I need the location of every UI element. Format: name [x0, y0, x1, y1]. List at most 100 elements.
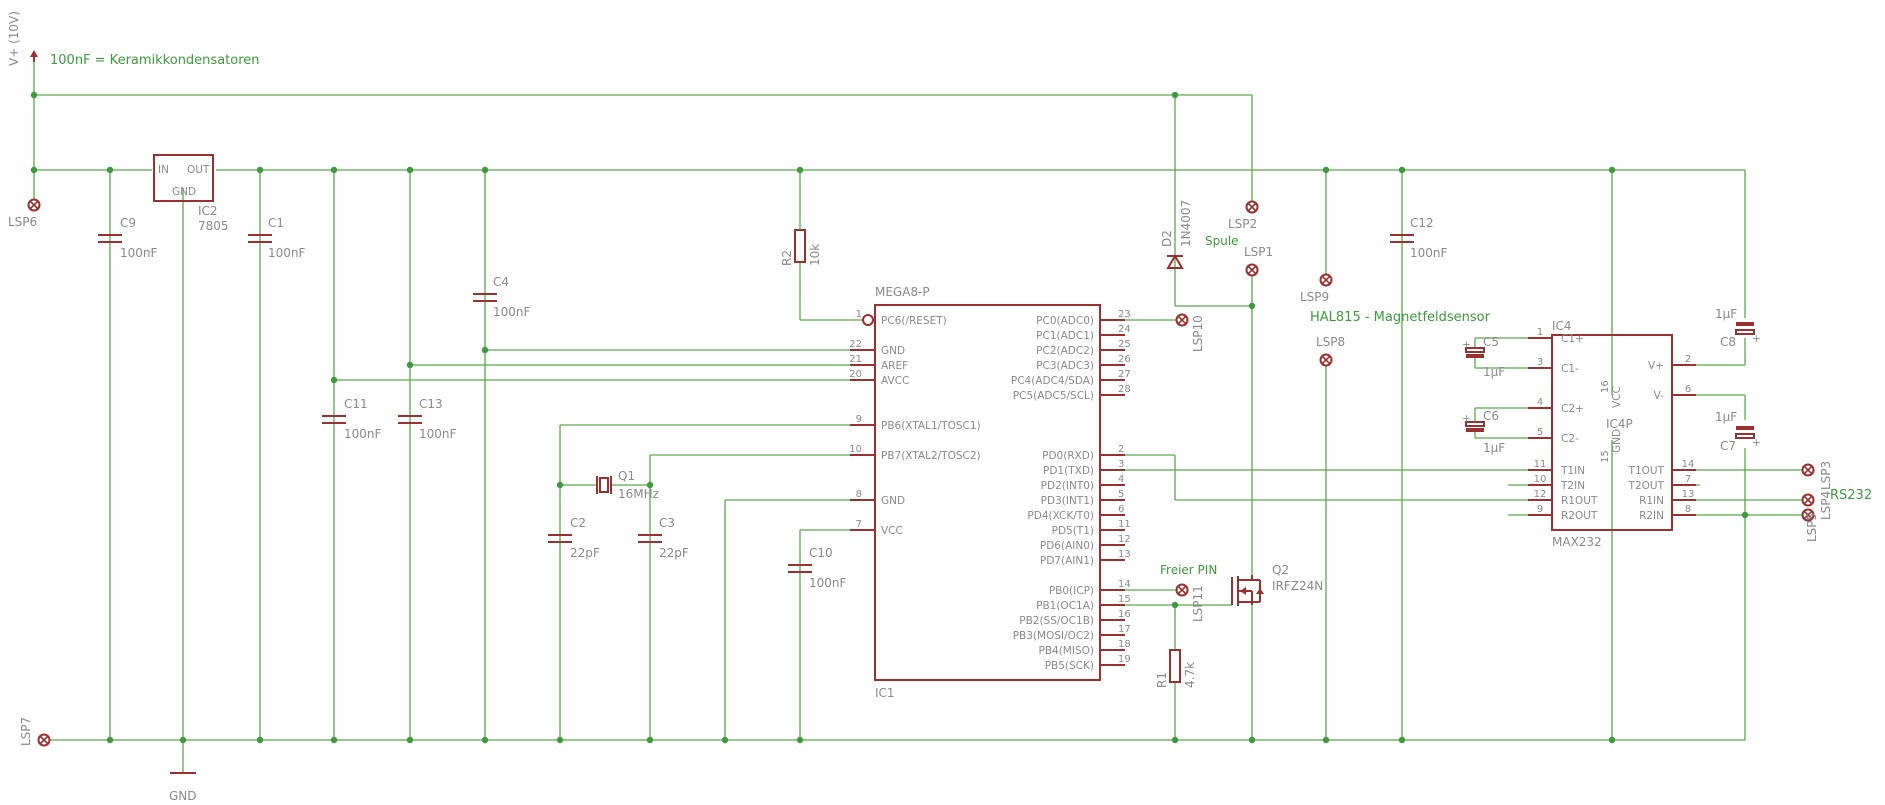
mcu-pin-name: PC1(ADC1)	[1036, 330, 1094, 342]
svg-text:+: +	[1752, 437, 1761, 449]
mcu-pin-num: 4	[1118, 474, 1124, 485]
max232-pin-num: 5	[1537, 427, 1543, 438]
capacitor-c4: C4 100nF	[473, 275, 531, 319]
c10-value: 100nF	[809, 576, 847, 590]
r1-value: 4.7k	[1183, 662, 1197, 688]
lsp6-label: LSP6	[8, 215, 37, 229]
lsp2-pad	[1245, 200, 1259, 214]
regulator-ref: IC2	[198, 204, 218, 218]
max232-value: MAX232	[1552, 535, 1602, 549]
mosfet-q2: Q2 IRFZ24N	[1231, 563, 1323, 606]
capacitor-c3: C3 22pF	[638, 516, 689, 560]
mcu-pin-name: PD6(AIN0)	[1040, 540, 1094, 552]
max232-pin-num: 7	[1685, 474, 1691, 485]
c6-ref: C6	[1483, 409, 1499, 423]
c10-ref: C10	[809, 546, 833, 560]
q2-value: IRFZ24N	[1272, 579, 1323, 593]
mcu-pin-name: PB1(OC1A)	[1036, 600, 1094, 612]
mcu-pin-num: 25	[1118, 339, 1131, 350]
mcu-left-pins: 1PC6(/RESET)22GND21AREF20AVCC9PB6(XTAL1/…	[849, 309, 980, 537]
c3-ref: C3	[659, 516, 675, 530]
mcu-pin-num: 15	[1118, 594, 1131, 605]
max232-ref: IC4	[1552, 319, 1572, 333]
max232-pin-name: C2+	[1561, 403, 1584, 415]
max232-gnd-label: GND	[1611, 429, 1623, 453]
c12-value: 100nF	[1410, 246, 1448, 260]
mcu-ref: IC1	[875, 686, 895, 700]
max232-pin-name: T1IN	[1560, 465, 1585, 477]
lsp3-label: LSP3	[1819, 461, 1833, 490]
mcu-pin-name: PB2(SS/OC1B)	[1019, 615, 1094, 627]
c13-ref: C13	[419, 397, 443, 411]
lsp3-pad	[1801, 463, 1815, 477]
c4-value: 100nF	[493, 305, 531, 319]
mcu-pin-num: 20	[849, 369, 862, 380]
c8-value: 1µF	[1715, 307, 1737, 321]
lsp5-pad	[1801, 508, 1815, 522]
mcu-pin-name: AVCC	[881, 375, 909, 387]
capacitor-c8: + 1µF C8	[1715, 307, 1761, 349]
mcu-value: MEGA8-P	[875, 285, 930, 299]
mcu-pin-name: VCC	[881, 525, 903, 537]
mcu-pin-name: GND	[881, 345, 905, 357]
capacitor-c6: + C6 1µF	[1462, 409, 1505, 455]
max232-pin-name: R1OUT	[1561, 495, 1598, 507]
lsp9-pad	[1319, 273, 1333, 287]
max232-vcc-pin: 16	[1600, 380, 1611, 393]
c13-value: 100nF	[419, 427, 457, 441]
regulator-pin-gnd: GND	[172, 186, 196, 198]
mcu-pin-num: 3	[1118, 459, 1124, 470]
lsp8-label: LSP8	[1316, 335, 1345, 349]
c7-value: 1µF	[1715, 410, 1737, 424]
capacitor-c9: C9 100nF	[98, 216, 158, 260]
mcu-pin-name: PD2(INT0)	[1041, 480, 1094, 492]
capacitor-c5: + C5 1µF	[1462, 335, 1505, 379]
mcu-pin-num: 23	[1118, 309, 1131, 320]
hal-note: HAL815 - Magnetfeldsensor	[1310, 310, 1491, 325]
max232-pin-name: T1OUT	[1628, 465, 1665, 477]
capacitor-c13: C13 100nF	[398, 397, 457, 441]
lsp1-label: LSP1	[1244, 245, 1273, 259]
lsp11-label: LSP11	[1191, 585, 1205, 622]
mcu-pin-num: 7	[856, 519, 862, 530]
mcu-pin-name: PB3(MOSI/OC2)	[1013, 630, 1094, 642]
max232-gnd-pin: 15	[1600, 450, 1611, 463]
svg-text:+: +	[1462, 413, 1471, 425]
mcu-pin-name: PD1(TXD)	[1043, 465, 1094, 477]
lsp11-pad	[1175, 583, 1189, 597]
c7-ref: C7	[1720, 439, 1736, 453]
lsp7-pad	[37, 733, 51, 747]
mcu-pin-num: 18	[1118, 639, 1131, 650]
mcu-pin-name: PD4(XCK/T0)	[1027, 510, 1094, 522]
c9-value: 100nF	[120, 246, 158, 260]
junctions	[30, 91, 1749, 744]
free-pin-note: Freier PIN	[1160, 563, 1217, 577]
coil-note: Spule	[1205, 234, 1239, 248]
capacitor-c1: C1 100nF	[248, 216, 306, 260]
lsp9-label: LSP9	[1300, 290, 1329, 304]
max232-pin-num: 10	[1534, 474, 1547, 485]
max232-pin-name: R2IN	[1639, 510, 1664, 522]
mcu-pin-num: 6	[1118, 504, 1124, 515]
c4-ref: C4	[493, 275, 509, 289]
max232-pin-num: 1	[1537, 327, 1543, 338]
mcu-pin-name: PB6(XTAL1/TOSC1)	[881, 420, 981, 432]
mcu-pin-num: 2	[1118, 444, 1124, 455]
capacitor-c7: + 1µF C7	[1715, 410, 1761, 453]
mcu-pin-name: PD5(T1)	[1052, 525, 1094, 537]
max232-pin-num: 6	[1685, 384, 1691, 395]
c11-ref: C11	[344, 397, 368, 411]
max232-pin-name: T2OUT	[1628, 480, 1665, 492]
regulator-ic2: IN OUT GND IC2 7805	[153, 154, 229, 233]
mcu-pin-num: 26	[1118, 354, 1131, 365]
mcu-pin-num: 27	[1118, 369, 1131, 380]
c5-ref: C5	[1483, 335, 1499, 349]
mcu-pin-name: PC0(ADC0)	[1036, 315, 1094, 327]
mcu-pin-name: PC3(ADC3)	[1036, 360, 1094, 372]
max232-pin-name: V-	[1654, 390, 1665, 402]
mcu-pin-num: 22	[849, 339, 862, 350]
lsp2-label: LSP2	[1228, 217, 1257, 231]
max232-pin-num: 13	[1682, 489, 1695, 500]
lsp4-label: LSP4	[1819, 491, 1833, 520]
